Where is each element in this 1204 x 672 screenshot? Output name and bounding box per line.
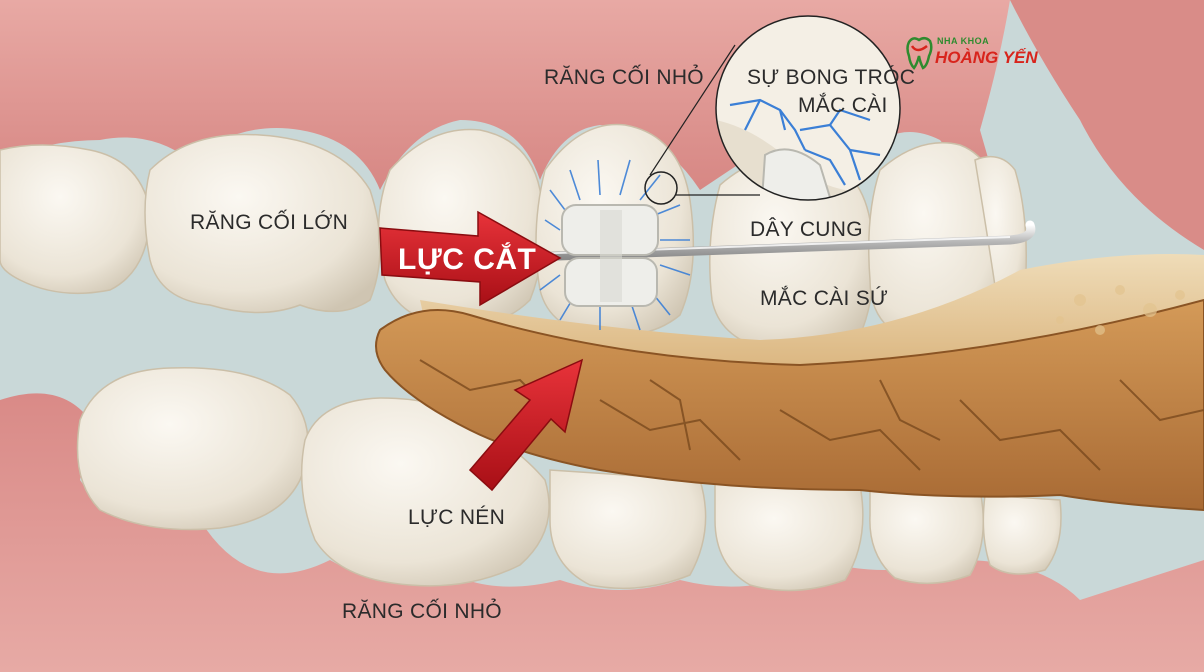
zoom-bracket bbox=[758, 148, 842, 200]
label-molar: RĂNG CỐI LỚN bbox=[190, 211, 349, 234]
lower-teeth bbox=[76, 366, 1062, 592]
bread-crumbs-texture bbox=[1056, 285, 1185, 335]
label-shear-force: LỰC CẮT bbox=[398, 243, 537, 276]
lower-molar bbox=[76, 366, 309, 531]
zoom-line-1 bbox=[649, 44, 736, 176]
label-ceramic-bracket: MẮC CÀI SỨ bbox=[760, 287, 889, 310]
logo-line1: NHA KHOA bbox=[937, 36, 990, 46]
compression-force-arrow bbox=[468, 358, 584, 492]
label-archwire: DÂY CUNG bbox=[750, 218, 863, 241]
lower-premolar bbox=[300, 397, 550, 587]
lower-tooth-3 bbox=[549, 469, 707, 590]
archwire bbox=[495, 220, 1036, 263]
bread-slice bbox=[375, 254, 1204, 512]
lower-tooth-6 bbox=[982, 494, 1062, 575]
lower-tooth-4 bbox=[714, 479, 864, 592]
label-debonding-line2: MẮC CÀI bbox=[798, 94, 888, 117]
logo-line2: HOÀNG YẾN bbox=[935, 48, 1038, 67]
upper-canine bbox=[377, 128, 545, 327]
label-debonding-line1: SỰ BONG TRÓC bbox=[747, 66, 916, 89]
upper-molar-back bbox=[0, 144, 151, 295]
detail-marker-circle bbox=[644, 171, 678, 205]
label-premolar-bottom: RĂNG CỐI NHỎ bbox=[342, 600, 502, 623]
gum-right bbox=[1010, 0, 1204, 250]
clinic-logo: NHA KHOA HOÀNG YẾN bbox=[905, 34, 1045, 74]
lower-tooth-5 bbox=[869, 484, 985, 585]
upper-molar bbox=[144, 133, 381, 314]
shear-force-arrow bbox=[379, 210, 562, 307]
lower-gum bbox=[0, 393, 1204, 672]
label-premolar-top: RĂNG CỐI NHỎ bbox=[544, 66, 704, 89]
bread-crust bbox=[375, 298, 1204, 512]
tooth-logo-icon bbox=[906, 37, 933, 70]
ceramic-bracket bbox=[561, 204, 659, 307]
label-compression-force: LỰC NÉN bbox=[408, 506, 506, 529]
